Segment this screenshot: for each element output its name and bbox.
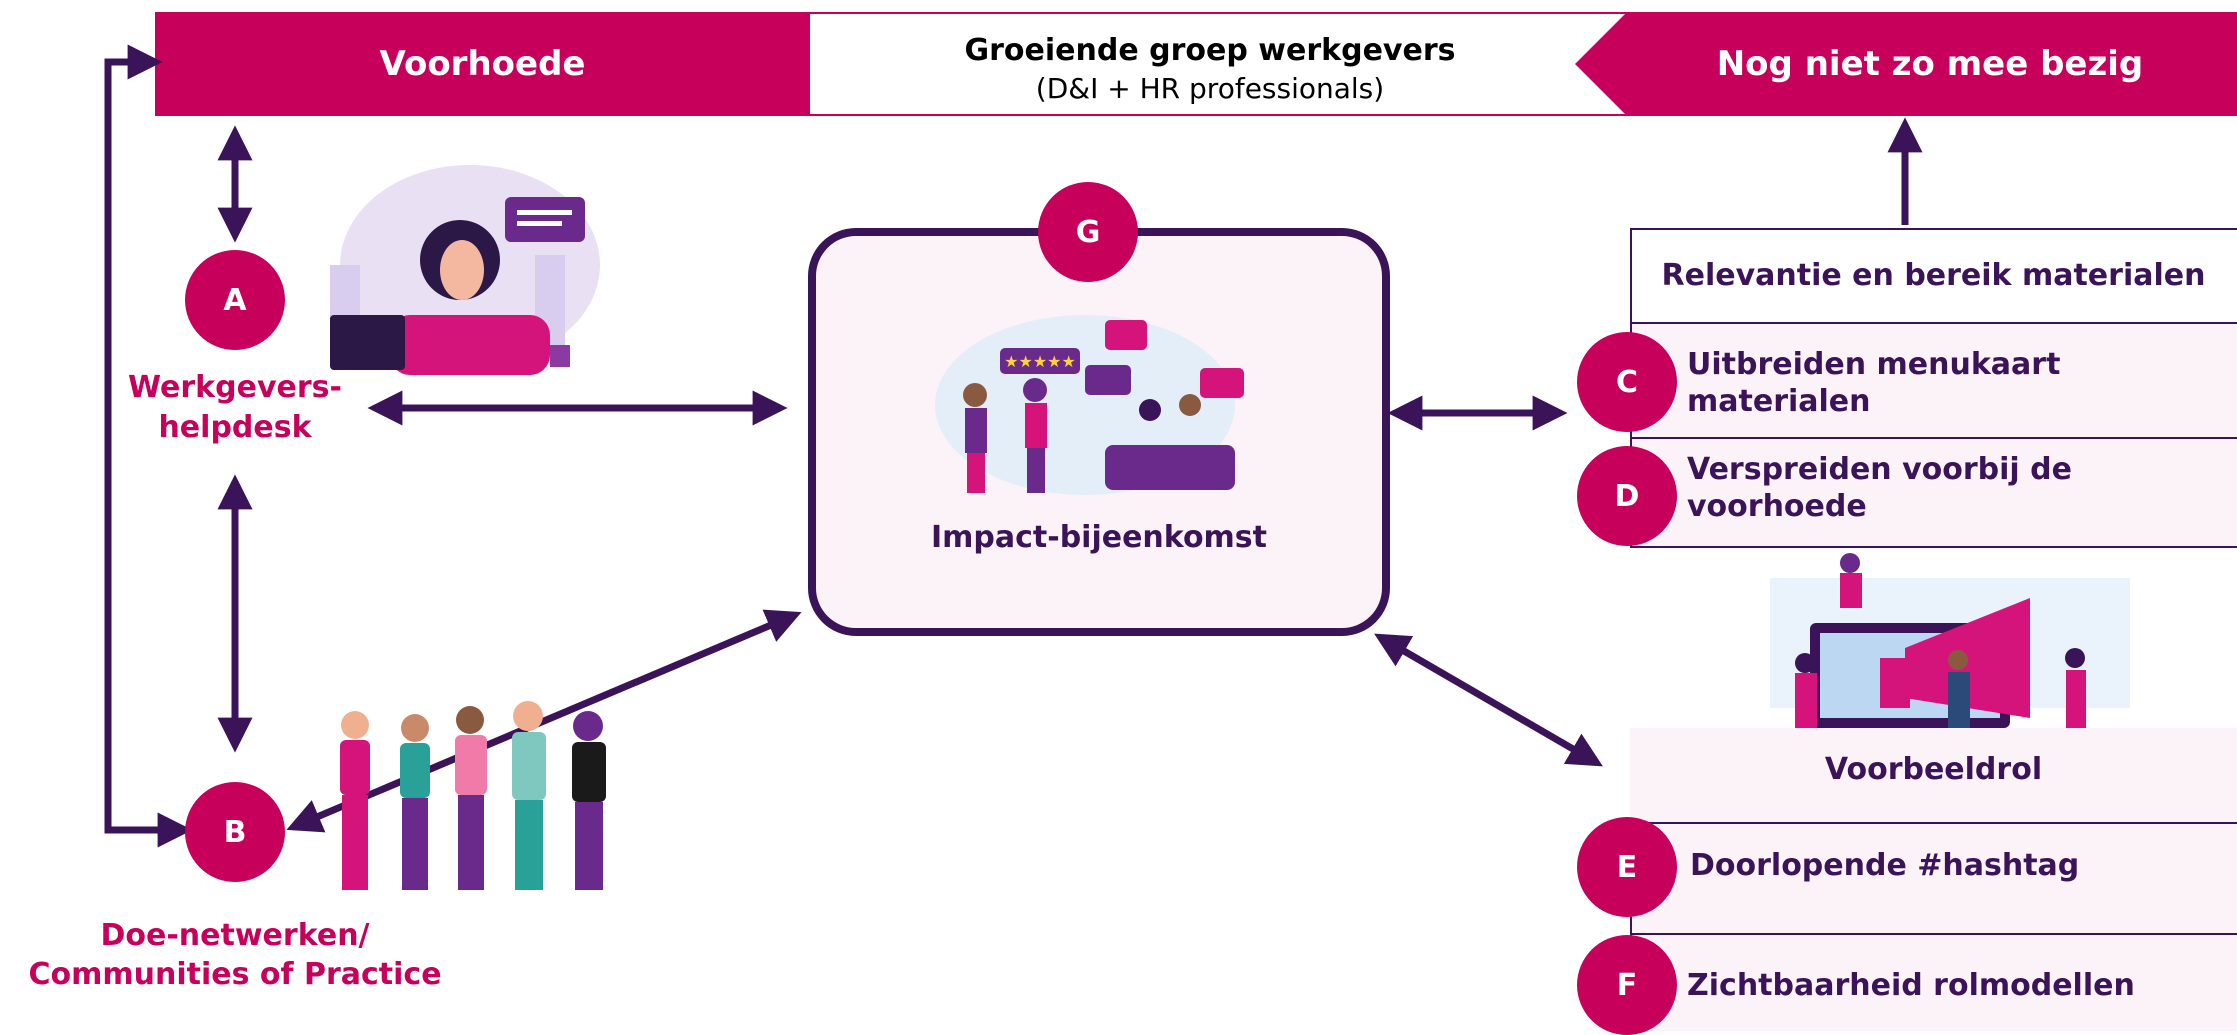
arrow-b-to-g — [286, 609, 802, 833]
item-e-text: Doorlopende #hashtag — [1690, 848, 2080, 883]
top-bar-center-title: Groeiende groep werkgevers — [964, 33, 1456, 68]
top-bar-center — [810, 12, 1630, 116]
node-f-badge: F — [1577, 935, 1677, 1035]
item-d-line1: Verspreiden voorbij de — [1687, 452, 2072, 487]
arrow-g-to-voorbeeldrol — [1374, 633, 1603, 767]
node-a-label-line1: Werkgevers- — [128, 370, 342, 405]
top-bar-center-subtitle: (D&I + HR professionals) — [1035, 72, 1385, 105]
svg-text:★★★★★: ★★★★★ — [1004, 352, 1076, 371]
helpdesk-illustration — [330, 165, 600, 375]
node-b-badge: B — [185, 782, 285, 882]
role-model-heading: Voorbeeldrol — [1824, 752, 2043, 787]
arrow-b-loop-to-voorhoede — [104, 44, 193, 848]
item-c-line1: Uitbreiden menukaart — [1687, 347, 2061, 382]
divider-ef — [1630, 933, 2237, 935]
node-d-badge: D — [1577, 446, 1677, 546]
top-bar-left — [155, 12, 810, 116]
top-bar-right-label: Nog niet zo mee bezig — [1716, 44, 2144, 84]
node-g-label: Impact-bijeenkomst — [930, 520, 1268, 555]
top-bar-left-label: Voorhoede — [379, 44, 586, 84]
node-e-badge: E — [1577, 817, 1677, 917]
community-illustration — [340, 701, 606, 890]
node-a-badge: A — [185, 250, 285, 350]
role-model-illustration — [1770, 553, 2130, 737]
relevance-heading-row — [1630, 228, 2237, 324]
node-b-label-line2: Communities of Practice — [28, 957, 442, 992]
divider-cd — [1630, 437, 2237, 439]
node-c-badge: C — [1577, 332, 1677, 432]
top-bar-right-arrow-shape — [1575, 12, 2237, 116]
node-g-badge: G — [1038, 182, 1138, 282]
item-d-line2: voorhoede — [1687, 489, 1867, 524]
relevance-heading: Relevantie en bereik materialen — [1661, 258, 2206, 293]
impact-event-illustration: ★★★★★ — [935, 315, 1244, 495]
item-f-text: Zichtbaarheid rolmodellen — [1687, 968, 2135, 1003]
node-b-label-line1: Doe-netwerken/ — [100, 918, 370, 953]
role-model-heading-row — [1630, 728, 2237, 824]
item-c-line2: materialen — [1687, 384, 1871, 419]
node-a-label-line2: helpdesk — [158, 410, 312, 445]
